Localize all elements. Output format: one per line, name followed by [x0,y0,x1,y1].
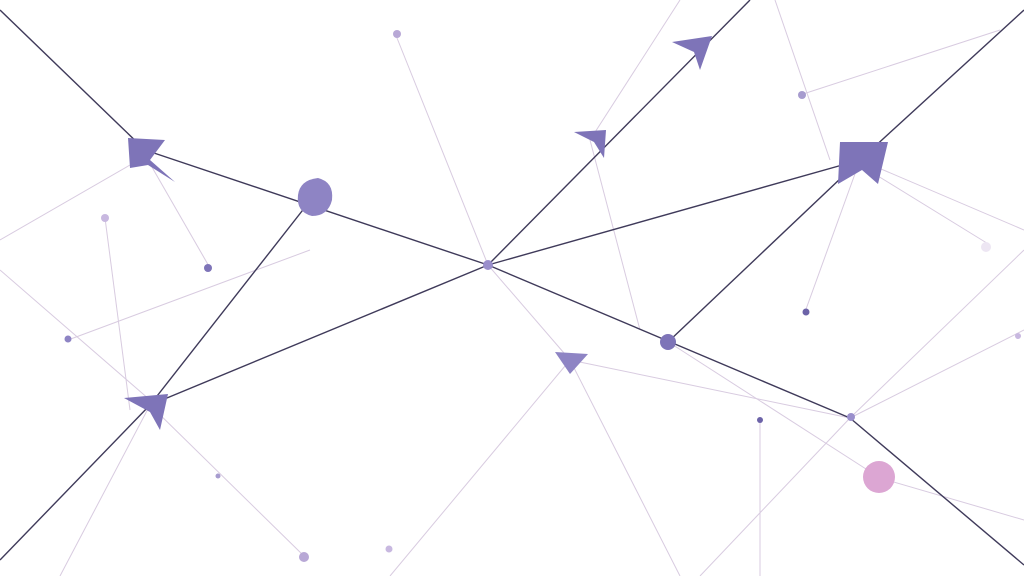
node-dot-icon [1015,333,1021,339]
main-line [0,404,151,561]
faint-line [669,342,881,479]
nodes [64,30,1021,562]
main-line [849,417,1024,566]
faint-line [149,404,306,558]
main-line [149,264,489,406]
faint-line [849,249,1024,419]
node-dot-icon [483,260,493,270]
node-dot-icon [798,91,806,99]
arrowhead-icon [124,394,168,430]
faint-line [67,249,311,341]
faint-line [0,269,151,401]
faint-line [859,159,1024,231]
faint-line [859,164,991,246]
faint-line [774,0,831,161]
node-dot-icon [299,552,309,562]
faint-line [389,359,571,576]
main-line [487,159,861,266]
faint-line [799,29,1001,96]
faint-line [879,477,1024,521]
faint-line [589,0,681,141]
arrowhead-icon [672,36,712,70]
node-blob-icon [297,178,333,216]
node-dot-icon [757,417,763,423]
node-dot-icon [847,413,855,421]
faint-line [59,404,151,576]
faint-line [589,139,641,331]
faint-line [144,154,211,269]
faint-line [849,329,1024,419]
node-dot-icon [215,473,221,479]
faint-line [0,164,131,241]
node-dot-icon [64,335,72,343]
faint-line [394,32,489,266]
arrowhead-icon [128,138,175,182]
node-dot-icon [802,308,810,316]
faint-line [569,359,681,576]
main-line [0,9,146,151]
node-dot-icon [204,264,212,272]
node-dot-icon [981,242,991,252]
node-dot-icon [393,30,401,38]
arrowheads [124,36,888,430]
arrowhead-icon [838,142,888,184]
faint-line [569,359,851,419]
node-dot-icon [101,214,109,222]
faint-line [804,159,861,313]
faint-line [699,417,851,576]
main-line [667,159,861,343]
main-line [149,196,314,406]
node-dot-icon [660,334,676,350]
node-dot-icon [385,545,393,553]
arrowhead-icon [574,130,606,158]
main-line [487,0,751,266]
node-blob-icon [863,461,895,493]
faint-line [104,217,131,411]
arrowhead-icon [555,352,588,374]
faint-line [487,264,571,361]
main-line [859,9,1024,161]
